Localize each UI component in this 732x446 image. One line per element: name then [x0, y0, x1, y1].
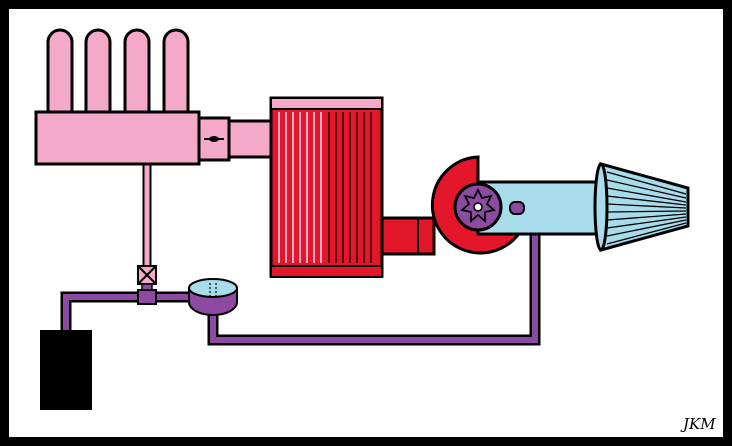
intake-plenum — [34, 110, 201, 166]
intake-runner-icon — [46, 28, 190, 113]
cone-air-filter-icon — [593, 162, 690, 252]
reservoir-tank — [40, 330, 92, 410]
line-t-junction — [137, 289, 157, 305]
throttle-plate-icon — [204, 136, 224, 142]
boost-line-fitting — [509, 201, 525, 215]
compressor-wheel-icon — [453, 182, 503, 232]
artist-signature: JKM — [680, 415, 716, 433]
intercooler — [269, 96, 384, 278]
turbo-outlet-pipe — [380, 216, 436, 256]
charge-pipe — [227, 119, 275, 159]
bypass-valve-icon — [137, 265, 157, 291]
solenoid-canister-icon — [188, 278, 238, 316]
